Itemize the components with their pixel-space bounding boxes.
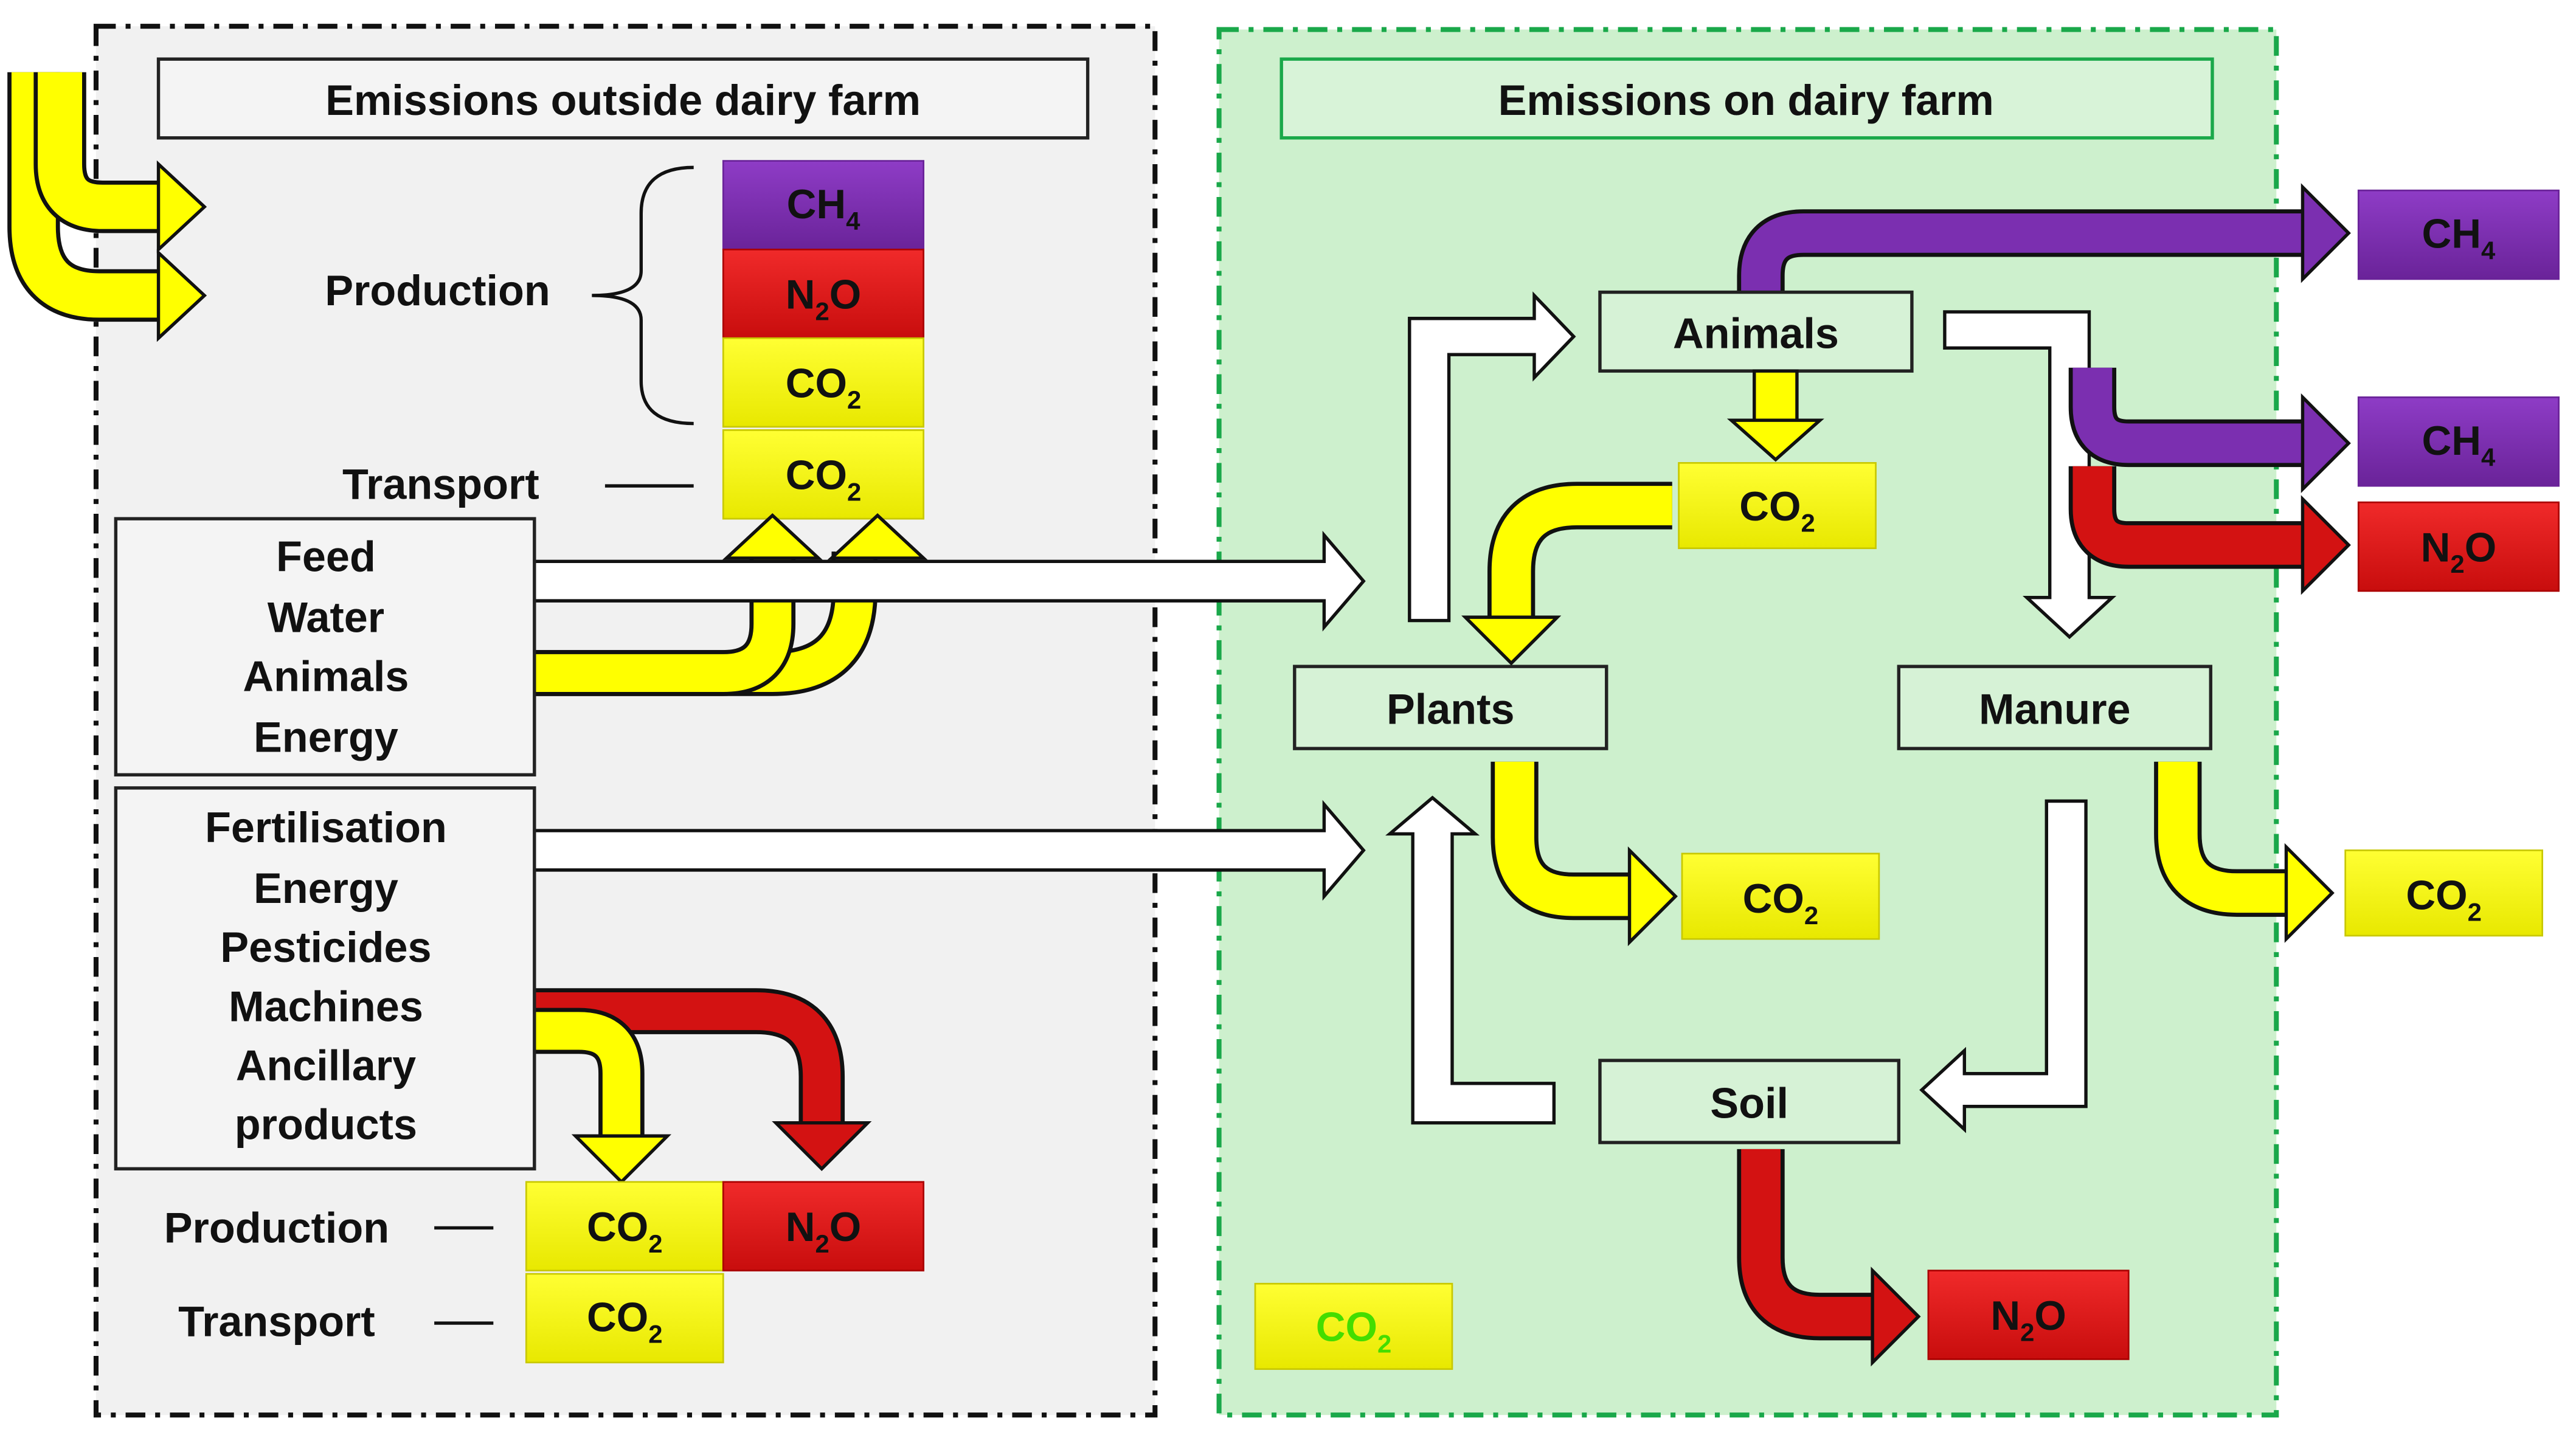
inputs-box-2 [114,786,536,1170]
farm-soil-n2o-box: N2O [1927,1270,2130,1360]
yellow-arrow-to-co2 [536,1008,672,1184]
outside-bottom-production-co2-box: CO2 [525,1181,724,1271]
yellow-arrow-animals-to-co2 [1726,369,1824,462]
svg-text:CH4: CH4 [2422,212,2496,265]
animals-node [1598,290,1914,373]
purple-arrow-animals-to-ch4 [1737,183,2351,292]
svg-text:CO2: CO2 [587,1205,663,1258]
svg-text:CH4: CH4 [787,182,860,235]
manure-label: Manure [1979,685,2131,733]
svg-text:CO2: CO2 [786,453,862,506]
manure-node [1897,665,2212,750]
outside-bottom-n2o-box: N2O [722,1181,925,1271]
farm-plants-co2-box: CO2 [1681,852,1880,940]
input-feed: Feed [276,533,376,581]
red-arrow-to-n2o [536,988,872,1172]
svg-text:CO2: CO2 [786,361,862,414]
input-pesticides: Pesticides [220,923,431,971]
yellow-arrow-manure-to-co2 [2154,761,2335,943]
svg-text:N2O: N2O [786,1205,862,1258]
white-arrow-plants-to-animals [1408,291,1576,623]
outside-ch4-box: CH4 [722,160,925,251]
outside-title: Emissions outside dairy farm [325,76,921,124]
purple-arrow-manure-to-ch4 [2068,367,2351,494]
input-fertilisation: Fertilisation [205,803,447,851]
production-label-2: Production [164,1204,389,1252]
svg-text:CH4: CH4 [2422,418,2496,472]
soil-node [1598,1059,1901,1144]
soil-label: Soil [1710,1079,1788,1127]
transport-label-2: Transport [178,1298,375,1346]
right-co2-box: CO2 [2344,849,2543,937]
plants-label: Plants [1387,685,1515,733]
farm-green-co2-box: CO2 [1254,1282,1453,1370]
yellow-arrow-plants-to-co2 [1491,761,1678,947]
input-ancillary: Ancillary [236,1041,416,1089]
right-n2o-box: N2O [2357,501,2560,592]
outside-title-box [156,57,1090,140]
outside-production-co2-box: CO2 [722,337,925,428]
svg-text:CO2: CO2 [2406,873,2482,927]
input-energy-2: Energy [254,864,398,912]
outside-transport-co2-box: CO2 [722,429,925,520]
input-machines: Machines [229,982,423,1030]
yellow-arrow-co2-to-plants [1461,482,1672,666]
inputs-box-1 [114,517,536,776]
right-ch4-box-middle: CH4 [2357,396,2560,487]
white-arrow-inputs-to-farm-2 [536,800,1366,901]
transport-label: Transport [342,460,539,508]
red-arrow-soil-to-n2o [1737,1149,1921,1367]
svg-text:N2O: N2O [1990,1293,2066,1347]
production-brace-icon [592,165,694,426]
white-arrow-inputs-to-farm-1 [536,530,1366,632]
svg-text:CO2: CO2 [1743,876,1819,930]
svg-text:CO2: CO2 [1316,1305,1391,1358]
outside-n2o-box: N2O [722,249,925,339]
svg-text:CO2: CO2 [587,1295,663,1349]
farm-animals-co2-box: CO2 [1678,461,1877,550]
input-energy: Energy [254,713,398,761]
svg-text:CO2: CO2 [1739,484,1815,538]
svg-text:N2O: N2O [786,272,862,326]
white-arrow-manure-to-soil [1919,799,2088,1133]
input-animals: Animals [243,652,409,700]
plants-node [1293,665,1608,750]
yellow-arrows-to-transport-co2 [536,513,928,696]
svg-text:N2O: N2O [2421,525,2497,578]
red-arrow-manure-to-n2o [2068,466,2351,595]
on-farm-title-box [1279,57,2214,140]
outside-bottom-transport-co2-box: CO2 [525,1273,724,1364]
input-water: Water [268,593,384,641]
white-arrow-soil-to-plants [1385,795,1556,1125]
right-ch4-box-top: CH4 [2357,189,2560,280]
production-label: Production [325,266,550,314]
input-products: products [235,1101,417,1149]
animals-label: Animals [1673,309,1839,357]
on-farm-title: Emissions on dairy farm [1498,76,1994,124]
yellow-input-arrow-top-left [7,72,207,342]
